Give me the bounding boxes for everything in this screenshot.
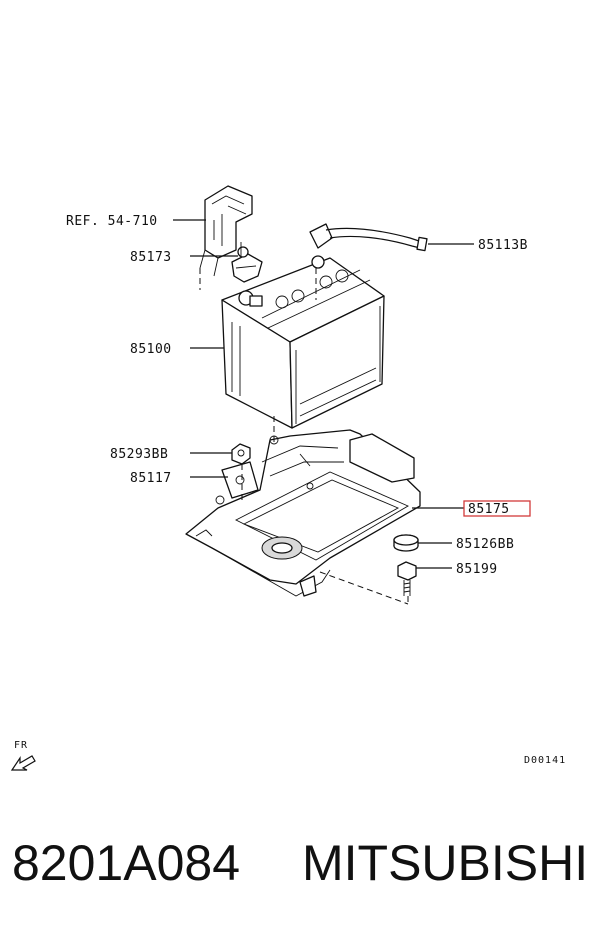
callout-ref-54-710[interactable]: REF. 54-710	[66, 214, 158, 229]
hold-down-clamp	[221, 461, 259, 499]
callout-85113b[interactable]: 85113B	[478, 238, 528, 253]
callout-85173[interactable]: 85173	[130, 250, 172, 265]
diagram-code: D00141	[524, 755, 566, 766]
grommet	[393, 534, 419, 552]
ref-bracket	[199, 185, 253, 277]
nut	[231, 443, 251, 465]
callout-85293bb[interactable]: 85293BB	[110, 447, 168, 462]
brand-name: MITSUBISHI	[302, 835, 589, 891]
battery-tray	[185, 429, 421, 597]
part-number: 8201A084	[12, 835, 241, 891]
front-arrow-icon	[10, 755, 36, 771]
callout-85117[interactable]: 85117	[130, 471, 172, 486]
highlight-box	[463, 500, 531, 517]
leader-lines	[173, 219, 474, 569]
alignment-line	[319, 571, 409, 605]
fr-label: FR	[14, 740, 28, 751]
callout-85199[interactable]: 85199	[456, 562, 498, 577]
terminal-clamp	[231, 242, 263, 283]
callout-85175[interactable]: 85175	[468, 502, 510, 517]
battery-cable	[309, 223, 428, 252]
callout-85100[interactable]: 85100	[130, 342, 172, 357]
battery	[221, 255, 385, 429]
bolt	[397, 561, 417, 596]
callout-85126bb[interactable]: 85126BB	[456, 537, 514, 552]
